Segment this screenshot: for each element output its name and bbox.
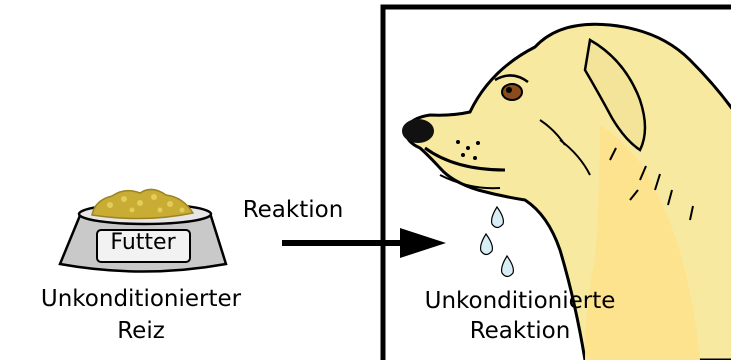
saliva-drops	[479, 205, 514, 278]
reaction-arrow	[282, 228, 446, 258]
stimulus-label-line2: Reiz	[117, 318, 165, 344]
dog-fur-shade	[585, 125, 700, 360]
bowl-label-plate	[96, 229, 191, 263]
panel-frame	[380, 4, 731, 360]
bowl-label: Futter	[110, 230, 176, 255]
arrow-label: Reaktion	[242, 197, 344, 223]
dog-ear	[583, 38, 647, 152]
dog-panel	[380, 4, 731, 360]
response-label-line2: Reaktion	[469, 318, 571, 344]
food-bowl	[58, 188, 228, 273]
response-label-line1: Unkonditionierte	[424, 288, 616, 314]
dog-nose	[402, 119, 434, 143]
dog-eye	[501, 83, 523, 101]
stimulus-label-line1: Unkonditionierter	[40, 286, 242, 312]
